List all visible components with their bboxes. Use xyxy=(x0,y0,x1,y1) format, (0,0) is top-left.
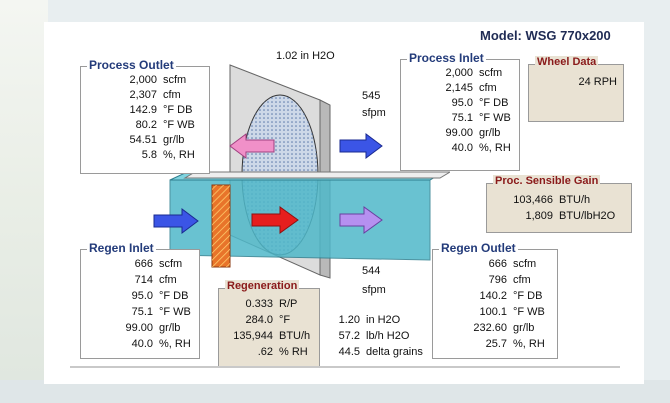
psg-value: 1,809 xyxy=(525,210,553,222)
rg-unit: % RH xyxy=(279,346,308,358)
regen-inlet-title: Regen Inlet xyxy=(87,241,156,255)
pi-value: 40.0 xyxy=(451,142,473,154)
rg-value: 135,944 xyxy=(233,330,273,342)
pi-value: 99.00 xyxy=(445,127,473,139)
regen-inlet-arrow-icon xyxy=(153,208,199,234)
process-face-velocity-value: 545 xyxy=(362,90,381,102)
ro-value: 25.7 xyxy=(485,338,507,350)
ri-value: 99.00 xyxy=(125,322,153,334)
po-unit: °F WB xyxy=(163,119,195,131)
regeneration-box: Regeneration 0.333 R/P 284.0 °F 135,944 BTU… xyxy=(218,280,320,368)
psg-value: 103,466 xyxy=(513,194,553,206)
rs-unit: delta grains xyxy=(366,346,423,358)
regen-outlet-arrow-icon xyxy=(339,206,383,234)
ri-value: 95.0 xyxy=(131,290,153,302)
regen-face-velocity-value: 544 xyxy=(362,265,381,277)
process-face-velocity-unit: sfpm xyxy=(362,107,386,119)
po-unit: gr/lb xyxy=(163,134,185,146)
pi-value: 2,145 xyxy=(445,82,473,94)
ri-value: 666 xyxy=(134,258,153,270)
rg-unit: BTU/h xyxy=(279,330,311,342)
background-decoration xyxy=(0,0,48,403)
regen-inlet-box: Regen Inlet 666 scfm 714 cfm 95.0 °F DB 75.… xyxy=(80,241,200,359)
ri-value: 75.1 xyxy=(131,306,153,318)
ri-unit: %, RH xyxy=(159,338,191,350)
ro-unit: %, RH xyxy=(513,338,545,350)
process-outlet-title: Process Outlet xyxy=(87,58,176,72)
rg-value: .62 xyxy=(257,346,273,358)
process-inlet-box: Process Inlet 2,000 scfm 2,145 cfm 95.0 °F … xyxy=(400,51,520,171)
pi-unit: scfm xyxy=(479,67,503,79)
po-unit: scfm xyxy=(163,74,187,86)
pi-unit: °F WB xyxy=(479,112,511,124)
rs-value: 57.2 xyxy=(338,330,360,342)
regen-outlet-box: Regen Outlet 666 scfm 796 cfm 140.2 °F DB 1… xyxy=(432,241,558,359)
rs-unit: in H2O xyxy=(366,314,401,326)
model-title: Model: WSG 770x200 xyxy=(480,28,611,43)
regen-outlet-title: Regen Outlet xyxy=(439,241,518,255)
ri-value: 40.0 xyxy=(131,338,153,350)
wheel-data-title: Wheel Data xyxy=(535,56,599,68)
pi-unit: cfm xyxy=(479,82,497,94)
pi-unit: gr/lb xyxy=(479,127,501,139)
rg-value: 284.0 xyxy=(245,314,273,326)
pi-value: 95.0 xyxy=(451,97,473,109)
ro-value: 232.60 xyxy=(473,322,507,334)
ro-value: 140.2 xyxy=(479,290,507,302)
regen-face-velocity-unit: sfpm xyxy=(362,284,386,296)
ro-unit: gr/lb xyxy=(513,322,535,334)
ri-unit: cfm xyxy=(159,274,177,286)
pi-value: 2,000 xyxy=(445,67,473,79)
po-unit: cfm xyxy=(163,89,181,101)
regeneration-title: Regeneration xyxy=(225,280,300,292)
po-value: 5.8 xyxy=(141,149,157,161)
bottom-divider xyxy=(70,366,620,368)
ro-value: 100.1 xyxy=(479,306,507,318)
ri-unit: gr/lb xyxy=(159,322,181,334)
rg-unit: R/P xyxy=(279,298,298,310)
background-floor xyxy=(0,380,670,403)
ro-unit: °F DB xyxy=(513,290,543,302)
po-value: 2,307 xyxy=(129,89,157,101)
wheel-data-box: Wheel Data 24 RPH xyxy=(528,56,624,122)
ro-unit: °F WB xyxy=(513,306,545,318)
process-inlet-title: Process Inlet xyxy=(407,51,486,65)
po-unit: %, RH xyxy=(163,149,195,161)
process-inlet-arrow-icon xyxy=(339,133,383,159)
rg-unit: °F xyxy=(279,314,291,326)
ri-value: 714 xyxy=(134,274,153,286)
wheel-rph: 24 RPH xyxy=(578,76,617,88)
proc-sensible-gain-box: Proc. Sensible Gain 103,466 BTU/h 1,809 BT… xyxy=(486,175,632,233)
ro-unit: scfm xyxy=(513,258,537,270)
po-value: 142.9 xyxy=(129,104,157,116)
po-unit: °F DB xyxy=(163,104,193,116)
rs-unit: lb/h H2O xyxy=(366,330,410,342)
ro-value: 666 xyxy=(488,258,507,270)
pi-unit: %, RH xyxy=(479,142,511,154)
psg-unit: BTU/h xyxy=(559,194,591,206)
regen-heated-arrow-icon xyxy=(251,206,299,234)
ri-unit: °F DB xyxy=(159,290,189,302)
pi-value: 75.1 xyxy=(451,112,473,124)
po-value: 54.51 xyxy=(129,134,157,146)
pi-unit: °F DB xyxy=(479,97,509,109)
process-outlet-box: Process Outlet 2,000 scfm 2,307 cfm 142.9 °… xyxy=(80,58,210,174)
po-value: 2,000 xyxy=(129,74,157,86)
ro-unit: cfm xyxy=(513,274,531,286)
proc-sensible-title: Proc. Sensible Gain xyxy=(493,175,601,187)
rg-value: 0.333 xyxy=(245,298,273,310)
ro-value: 796 xyxy=(488,274,507,286)
rs-value: 44.5 xyxy=(338,346,360,358)
psg-unit: BTU/lbH2O xyxy=(559,210,616,222)
ri-unit: scfm xyxy=(159,258,183,270)
regen-side-values: 1.20 in H2O 57.2 lb/h H2O 44.5 delta grains xyxy=(326,313,436,361)
process-pressure-drop: 1.02 in H2O xyxy=(276,50,335,62)
rs-value: 1.20 xyxy=(338,314,360,326)
process-outlet-arrow-icon xyxy=(229,133,275,159)
ri-unit: °F WB xyxy=(159,306,191,318)
po-value: 80.2 xyxy=(135,119,157,131)
